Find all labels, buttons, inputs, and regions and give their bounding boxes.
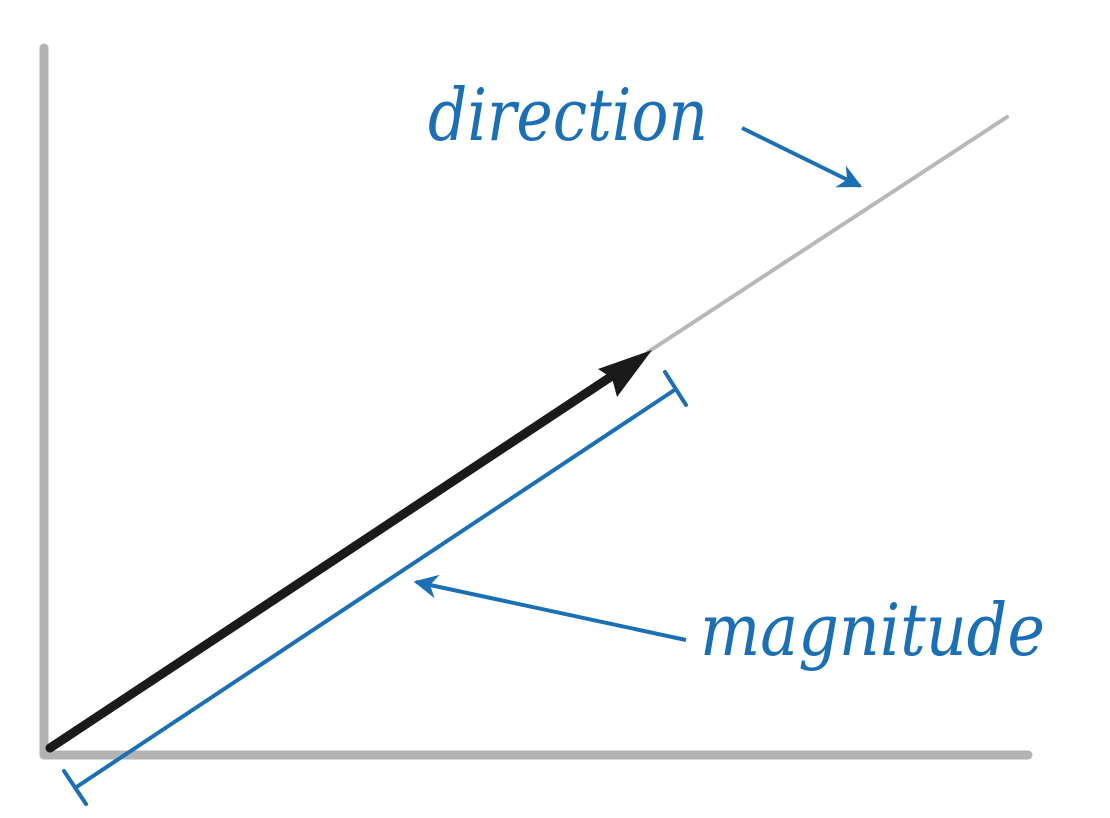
magnitude-arrow — [413, 574, 687, 642]
vector-shaft — [45, 367, 623, 753]
direction-label: direction — [428, 73, 708, 157]
direction-arrow — [741, 126, 863, 188]
magnitude-bracket-line — [73, 387, 678, 790]
magnitude-bracket-start-cap — [62, 769, 88, 806]
magnitude-label: magnitude — [700, 588, 1045, 672]
vector-arrowhead — [598, 350, 652, 397]
magnitude-bracket-end-cap — [663, 370, 688, 407]
direction-line — [646, 115, 1009, 354]
